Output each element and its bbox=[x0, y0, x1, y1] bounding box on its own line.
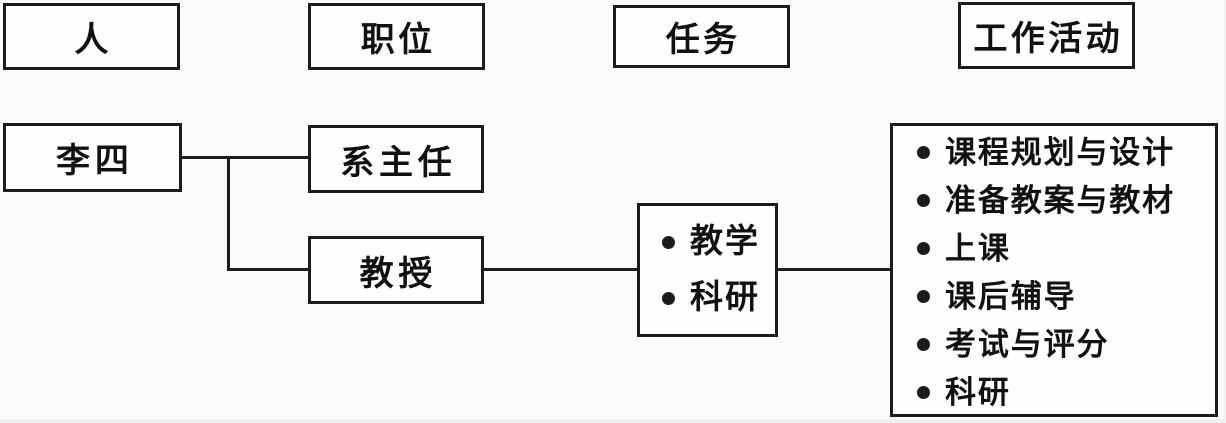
connector-tasks-to-activities bbox=[778, 268, 890, 271]
column-header-person-label: 人 bbox=[74, 22, 112, 59]
task-item-label: 教学 bbox=[690, 224, 760, 260]
position-node-professor: 教授 bbox=[308, 236, 484, 304]
list-item: 科研 bbox=[662, 270, 760, 326]
column-header-task-label: 任务 bbox=[665, 22, 741, 59]
column-header-task: 任务 bbox=[613, 5, 790, 68]
connector-branch-vertical bbox=[227, 156, 230, 271]
list-item: 考试与评分 bbox=[917, 321, 1109, 369]
person-node-label: 李四 bbox=[56, 143, 134, 180]
work-activity-item-label: 上课 bbox=[945, 230, 1011, 266]
task-item-label: 科研 bbox=[690, 280, 760, 316]
list-item: 课后辅导 bbox=[917, 273, 1076, 321]
column-header-position-label: 职位 bbox=[360, 22, 436, 59]
position-node-department-head: 系主任 bbox=[308, 125, 484, 193]
position-node-department-head-label: 系主任 bbox=[340, 144, 457, 182]
task-list-box: 教学 科研 bbox=[637, 203, 778, 337]
bullet-icon bbox=[917, 146, 930, 159]
column-header-position: 职位 bbox=[308, 3, 485, 70]
connector-person-to-department-head bbox=[182, 156, 308, 159]
list-item: 上课 bbox=[917, 225, 1011, 273]
work-activity-item-label: 课后辅导 bbox=[945, 278, 1077, 314]
list-item: 课程规划与设计 bbox=[917, 129, 1175, 177]
bullet-icon bbox=[917, 194, 930, 207]
connector-branch-to-professor bbox=[227, 268, 308, 271]
work-activity-item-label: 课程规划与设计 bbox=[945, 134, 1176, 170]
column-header-work-activity-label: 工作活动 bbox=[973, 21, 1123, 58]
work-activity-item-label: 科研 bbox=[945, 374, 1011, 410]
connector-professor-to-tasks bbox=[484, 268, 637, 271]
bullet-icon bbox=[917, 290, 930, 303]
work-activity-item-label: 准备教案与教材 bbox=[945, 182, 1176, 218]
bullet-icon bbox=[917, 338, 930, 351]
bullet-icon bbox=[917, 386, 930, 399]
person-node: 李四 bbox=[3, 123, 182, 192]
column-header-work-activity: 工作活动 bbox=[958, 2, 1135, 69]
work-activity-item-label: 考试与评分 bbox=[945, 326, 1110, 362]
bullet-icon bbox=[662, 291, 675, 305]
bullet-icon bbox=[662, 235, 675, 249]
column-header-person: 人 bbox=[3, 3, 180, 70]
position-node-professor-label: 教授 bbox=[359, 255, 438, 293]
work-activity-list-box: 课程规划与设计 准备教案与教材 上课 课后辅导 考试与评分 科研 bbox=[890, 123, 1218, 417]
list-item: 教学 bbox=[662, 214, 760, 270]
list-item: 准备教案与教材 bbox=[917, 177, 1175, 225]
list-item: 科研 bbox=[917, 369, 1011, 417]
bullet-icon bbox=[917, 242, 930, 255]
